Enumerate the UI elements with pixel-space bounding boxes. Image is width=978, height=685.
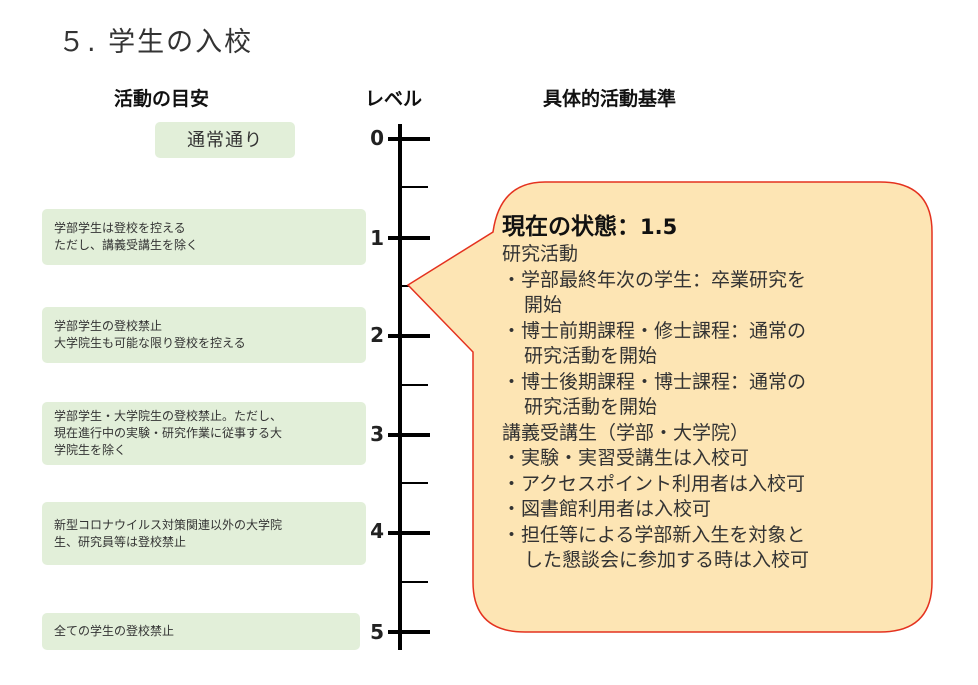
tick-minor-3-5 xyxy=(402,482,428,484)
guideline-level-2: 学部学生の登校禁止 大学院生も可能な限り登校を控える xyxy=(42,307,366,363)
lecture-item: ・図書館利用者は入校可 xyxy=(502,498,712,520)
page-title: ５. 学生の入校 xyxy=(58,27,254,58)
level-label-2: 2 xyxy=(370,323,384,347)
research-item: ・学部最終年次の学生：卒業研究を 開始 xyxy=(502,268,807,317)
level-label-5: 5 xyxy=(370,620,384,644)
tick-minor-2-5 xyxy=(402,384,428,386)
level-label-3: 3 xyxy=(370,422,384,446)
research-item: ・博士前期課程・修士課程：通常の 研究活動を開始 xyxy=(502,319,807,368)
tick-minor-0-5 xyxy=(402,186,428,188)
tick-major-3 xyxy=(388,433,430,437)
level-axis xyxy=(398,124,402,650)
current-state-label: 現在の状態： xyxy=(502,214,640,240)
tick-major-0 xyxy=(388,137,430,141)
lecture-item: ・担任等による学部新入生を対象と した懇談会に参加する時は入校可 xyxy=(502,523,810,572)
guideline-level-1: 学部学生は登校を控える ただし、講義受講生を除く xyxy=(42,209,366,265)
guideline-level-0: 通常通り xyxy=(155,122,295,158)
guideline-level-3: 学部学生・大学院生の登校禁止。ただし、 現在進行中の実験・研究作業に従事する大 … xyxy=(42,402,366,465)
research-item: ・博士後期課程・博士課程：通常の 研究活動を開始 xyxy=(502,370,807,419)
research-heading: 研究活動 xyxy=(502,243,579,265)
level-label-1: 1 xyxy=(370,226,384,250)
header-level: レベル xyxy=(365,88,423,110)
guideline-level-4: 新型コロナウイルス対策関連以外の大学院 生、研究員等は登校禁止 xyxy=(42,502,366,565)
criteria-panel: 現在の状態：1.5 研究活動 ・学部最終年次の学生：卒業研究を 開始 ・博士前期… xyxy=(488,182,928,632)
current-state-value: 1.5 xyxy=(640,215,678,239)
level-label-4: 4 xyxy=(370,519,384,543)
header-guideline: 活動の目安 xyxy=(114,88,210,110)
current-state-heading: 現在の状態：1.5 xyxy=(502,207,928,241)
guideline-level-5: 全ての学生の登校禁止 xyxy=(42,613,360,650)
lecture-heading: 講義受講生（学部・大学院） xyxy=(502,421,750,444)
tick-major-2 xyxy=(388,334,430,338)
lecture-item: ・実験・実習受講生は入校可 xyxy=(502,447,750,469)
tick-major-1 xyxy=(388,236,430,240)
level-label-0: 0 xyxy=(370,126,384,150)
tick-minor-4-5 xyxy=(402,581,428,583)
tick-major-4 xyxy=(388,531,430,535)
tick-major-5 xyxy=(388,630,430,634)
lecture-item: ・アクセスポイント利用者は入校可 xyxy=(502,472,806,495)
header-criteria: 具体的活動基準 xyxy=(543,88,677,110)
